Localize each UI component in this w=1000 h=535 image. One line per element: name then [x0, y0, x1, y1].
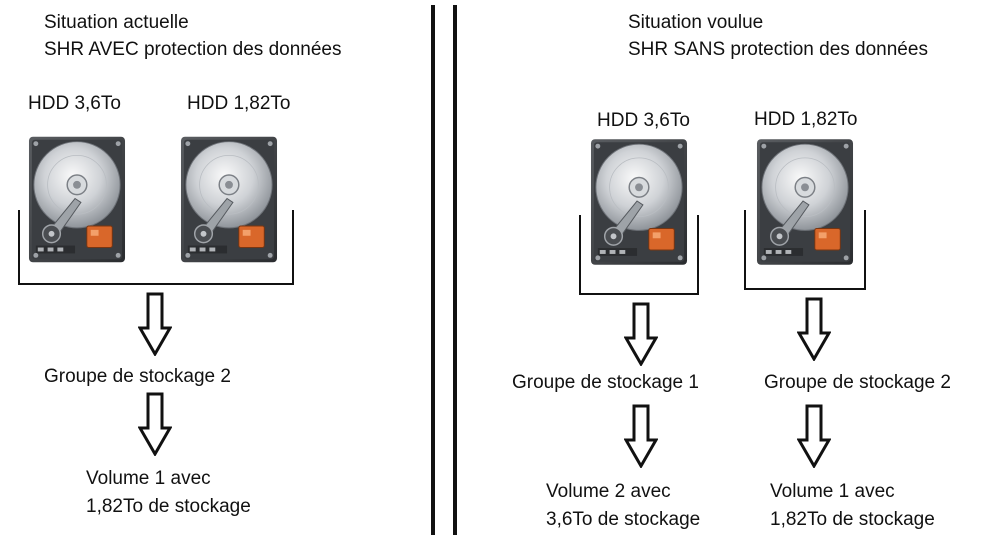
left-drive-label-1: HDD 3,6To	[28, 93, 121, 114]
hollow-down-arrow-icon	[624, 302, 658, 366]
right-drive-label-2: HDD 1,82To	[754, 109, 858, 130]
left-volume-line-2: 1,82To de stockage	[86, 496, 251, 517]
left-storage-group: Groupe de stockage 2	[44, 366, 231, 387]
right-title: Situation voulue	[628, 12, 764, 33]
divider-line-left	[431, 5, 435, 535]
right-storage-group-2: Groupe de stockage 2	[764, 372, 951, 393]
left-subtitle: SHR AVEC protection des données	[44, 39, 342, 60]
hollow-down-arrow-icon	[797, 297, 831, 361]
hollow-down-arrow-icon	[138, 392, 172, 456]
right-bracket-1	[579, 215, 699, 295]
right-volume-1-line-1: Volume 2 avec	[546, 481, 671, 502]
left-storage-bracket	[18, 210, 294, 285]
hollow-down-arrow-icon	[624, 404, 658, 468]
right-bracket-2	[744, 210, 866, 290]
right-storage-group-1: Groupe de stockage 1	[512, 372, 699, 393]
left-volume-line-1: Volume 1 avec	[86, 468, 211, 489]
hollow-down-arrow-icon	[797, 404, 831, 468]
left-title: Situation actuelle	[44, 12, 189, 33]
right-drive-label-1: HDD 3,6To	[597, 110, 690, 131]
right-subtitle: SHR SANS protection des données	[628, 39, 928, 60]
hollow-down-arrow-icon	[138, 292, 172, 356]
left-drive-label-2: HDD 1,82To	[187, 93, 291, 114]
right-volume-2-line-2: 1,82To de stockage	[770, 509, 935, 530]
right-volume-1-line-2: 3,6To de stockage	[546, 509, 701, 530]
right-volume-2-line-1: Volume 1 avec	[770, 481, 895, 502]
divider-line-right	[453, 5, 457, 535]
